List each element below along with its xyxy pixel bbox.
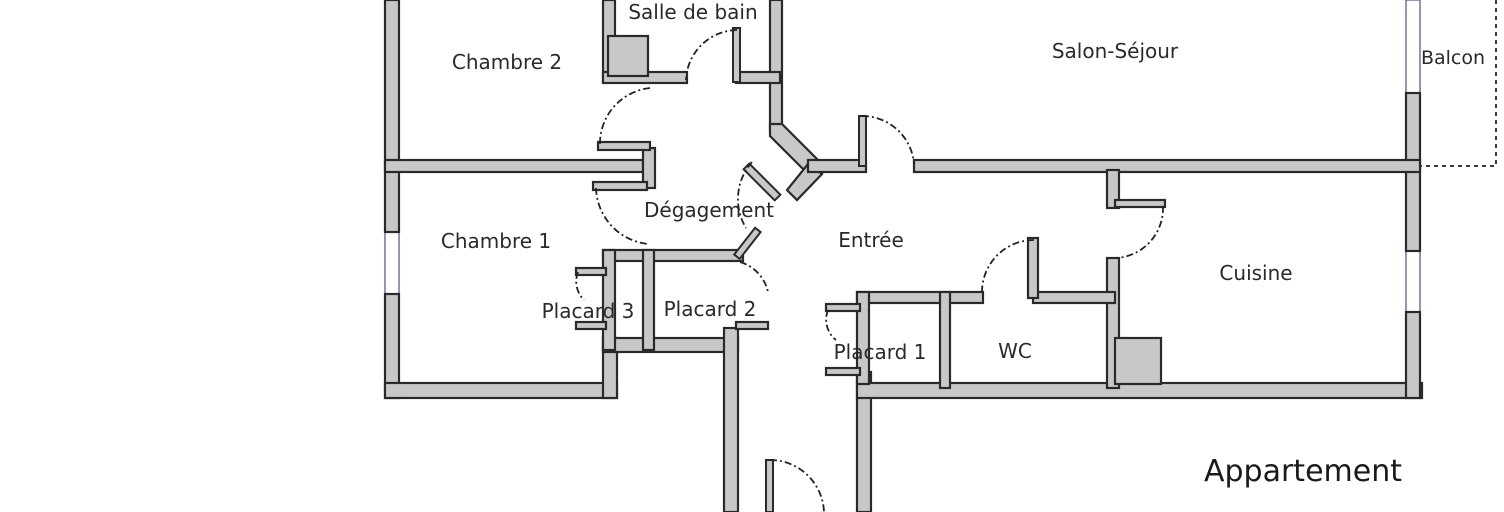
wall-wc-top-left: [855, 290, 985, 305]
wall-salon-bottom-left: [806, 158, 868, 174]
sdb-duct: [606, 34, 650, 78]
label-degagement: Dégagement: [644, 198, 774, 222]
wall-left-upper: [383, 0, 401, 234]
wall-cuisine-door-stub: [1113, 198, 1167, 209]
door-salon: [858, 115, 915, 167]
plan-title: Appartement: [1204, 454, 1402, 489]
wall-placard1-door-bottom: [824, 366, 862, 377]
label-placard-3: Placard 3: [542, 299, 635, 323]
wall-wc-top-right: [1031, 290, 1117, 305]
label-wc: WC: [998, 339, 1032, 363]
door-salle-de-bain: [685, 27, 741, 83]
label-placard-2: Placard 2: [664, 297, 757, 321]
door-placard-1: [825, 309, 837, 341]
wall-chambre-divider: [383, 158, 645, 174]
label-chambre-1: Chambre 1: [441, 229, 551, 253]
wall-placard2-door-bottom: [734, 320, 770, 331]
wall-right-lower: [1404, 310, 1422, 400]
wall-placard1-door-top: [824, 302, 862, 313]
wall-corridor-left: [722, 326, 740, 512]
label-cuisine: Cuisine: [1219, 261, 1292, 285]
door-placard-2: [732, 226, 769, 293]
label-balcon: Balcon: [1421, 47, 1485, 69]
wall-cuisine-top: [1105, 168, 1121, 210]
wall-salon-bottom-right: [912, 158, 1422, 174]
wall-placard3-door-top: [574, 266, 608, 277]
wall-step-horizontal: [601, 336, 740, 354]
door-wc: [981, 239, 1035, 293]
door-chambre-2: [599, 87, 651, 147]
window-salon-balcon: [1405, 0, 1421, 96]
label-placard-1: Placard 1: [834, 340, 927, 364]
door-degagement-entree: [737, 161, 782, 229]
wall-placard3-door-bottom: [574, 320, 608, 331]
wall-bottom-chambre-1: [383, 381, 619, 400]
wall-chambre2-door-stub: [596, 140, 652, 152]
wall-chambre1-door-stub: [591, 180, 649, 192]
door-chambre-1: [595, 187, 649, 245]
wall-wc-door-stub: [1026, 236, 1040, 300]
label-salle-de-bain: Salle de bain: [628, 0, 757, 24]
wall-wc-left: [938, 290, 952, 390]
window-cuisine: [1405, 249, 1421, 313]
door-cuisine: [1116, 205, 1164, 259]
label-entree: Entrée: [838, 228, 904, 252]
cuisine-duct: [1113, 336, 1163, 386]
wall-sdb-bottom-right: [734, 70, 782, 85]
wall-placards-top: [601, 248, 745, 263]
door-entrance: [765, 459, 825, 512]
wall-sdb-right: [768, 0, 784, 132]
wall-placard1-left: [855, 290, 871, 386]
door-placard-3: [575, 271, 585, 301]
label-chambre-2: Chambre 2: [452, 50, 562, 74]
wall-placard-divider: [641, 248, 656, 352]
balcony-outline: [1411, 0, 1497, 167]
label-salon-sejour: Salon-Séjour: [1052, 39, 1179, 63]
window-chambre-1: [384, 229, 400, 297]
